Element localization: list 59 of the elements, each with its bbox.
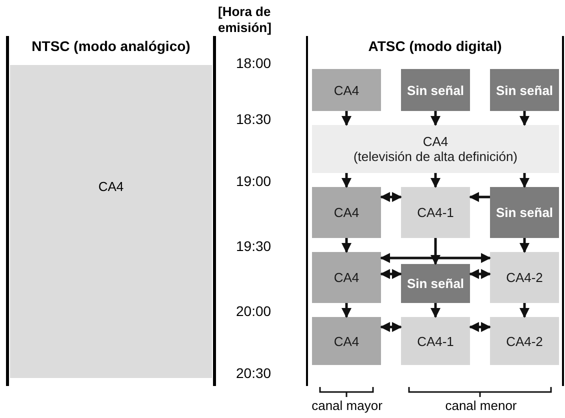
arrow	[430, 238, 440, 265]
arrow	[380, 322, 402, 332]
channel-text: Sin señal	[496, 82, 554, 98]
panel-title: ATSC (modo digital)	[367, 37, 503, 56]
channel-text: Sin señal	[406, 82, 464, 98]
arrow	[469, 192, 490, 202]
channel-text: CA4	[334, 205, 360, 220]
arrow	[520, 303, 530, 318]
channel-text: Sin señal	[406, 276, 464, 291]
arrow	[469, 322, 491, 332]
arrow	[380, 253, 491, 263]
channel-text: CA4	[334, 82, 360, 98]
time-label: 18:30	[236, 110, 272, 129]
time-label: 19:30	[236, 237, 272, 256]
arrow	[380, 192, 402, 202]
time-label: 19:00	[236, 172, 272, 191]
arrow	[430, 303, 440, 318]
schedule-cell	[401, 69, 470, 111]
arrow	[430, 173, 440, 188]
time-label: 18:00	[236, 54, 272, 73]
channel-text: CA4	[334, 334, 360, 348]
bracket-label: canal mayor	[310, 397, 384, 415]
bracket-label: canal menor	[444, 397, 518, 415]
schedule-cell	[401, 187, 470, 238]
channel-text: CA4-1	[417, 334, 454, 348]
channel-text: CA4-1	[417, 205, 454, 220]
panel-title: NTSC (modo analógico)	[30, 37, 192, 56]
schedule-cell	[312, 187, 381, 238]
arrow	[342, 238, 352, 253]
time-label: 20:00	[236, 302, 272, 321]
arrow	[342, 111, 352, 126]
schedule-cell	[490, 252, 559, 303]
arrow	[342, 303, 352, 318]
schedule-cell	[401, 317, 470, 365]
channel-panel	[306, 36, 564, 386]
arrow	[430, 111, 440, 126]
channel-text: CA4-2	[506, 270, 543, 285]
schedule-cell	[490, 187, 559, 238]
channel-text: CA4-2	[506, 334, 543, 348]
axis-heading: [Hora de emisión]	[218, 4, 272, 36]
schedule-cell	[312, 125, 559, 173]
arrow	[520, 238, 530, 253]
channel-text: CA4	[334, 270, 360, 285]
channel-text: Sin señal	[496, 205, 554, 220]
channel-text: CA4	[422, 134, 448, 149]
arrow	[380, 269, 402, 279]
arrow	[520, 173, 530, 188]
channel-text: (televisión de alta definición)	[353, 149, 518, 164]
schedule-cell	[401, 264, 470, 303]
time-label: 20:30	[236, 364, 272, 383]
schedule-cell	[312, 252, 381, 303]
schedule-cell	[490, 317, 559, 365]
arrow	[342, 173, 352, 188]
arrow	[469, 269, 491, 279]
channel-text: CA4	[98, 178, 124, 196]
schedule-cell	[312, 69, 381, 111]
schedule-cell	[312, 317, 381, 365]
arrow	[520, 111, 530, 126]
schedule-cell	[490, 69, 559, 111]
